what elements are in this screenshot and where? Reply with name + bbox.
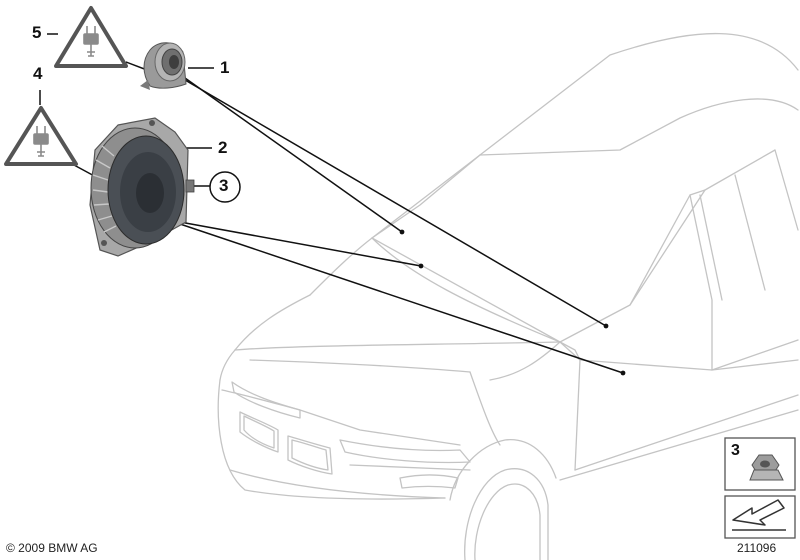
callout-label-3: 3 [219, 176, 229, 195]
car-outline [217, 32, 799, 560]
diagram-number: 211096 [737, 541, 777, 555]
leader-speaker-left [179, 221, 422, 267]
leader-lines [39, 33, 626, 376]
electrical-plug-warning-icon [54, 6, 128, 68]
hex-nut-icon [749, 454, 784, 481]
copyright-text: © 2009 BMW AG [6, 541, 98, 555]
tweeter-speaker [140, 42, 187, 90]
mount-point [620, 370, 626, 376]
leader-tweeter-left [184, 77, 403, 233]
legend-label-3: 3 [731, 442, 740, 459]
callout-3-circle [209, 171, 241, 203]
callout-label-2: 2 [218, 138, 228, 157]
legend-box-nut [724, 437, 796, 491]
callout-label-4: 4 [33, 64, 43, 83]
legend-box-arrow [724, 495, 796, 539]
leader-tweeter-right [184, 79, 607, 327]
leader-speaker-right [179, 223, 624, 374]
mount-point [399, 229, 405, 235]
callout-label-1: 1 [220, 58, 230, 77]
midrange-speaker [89, 117, 195, 257]
mount-point [418, 263, 424, 269]
callout-label-5: 5 [32, 23, 42, 42]
electrical-plug-warning-icon [4, 106, 78, 166]
mount-point [603, 323, 609, 329]
arrow-direction-icon [732, 499, 786, 531]
